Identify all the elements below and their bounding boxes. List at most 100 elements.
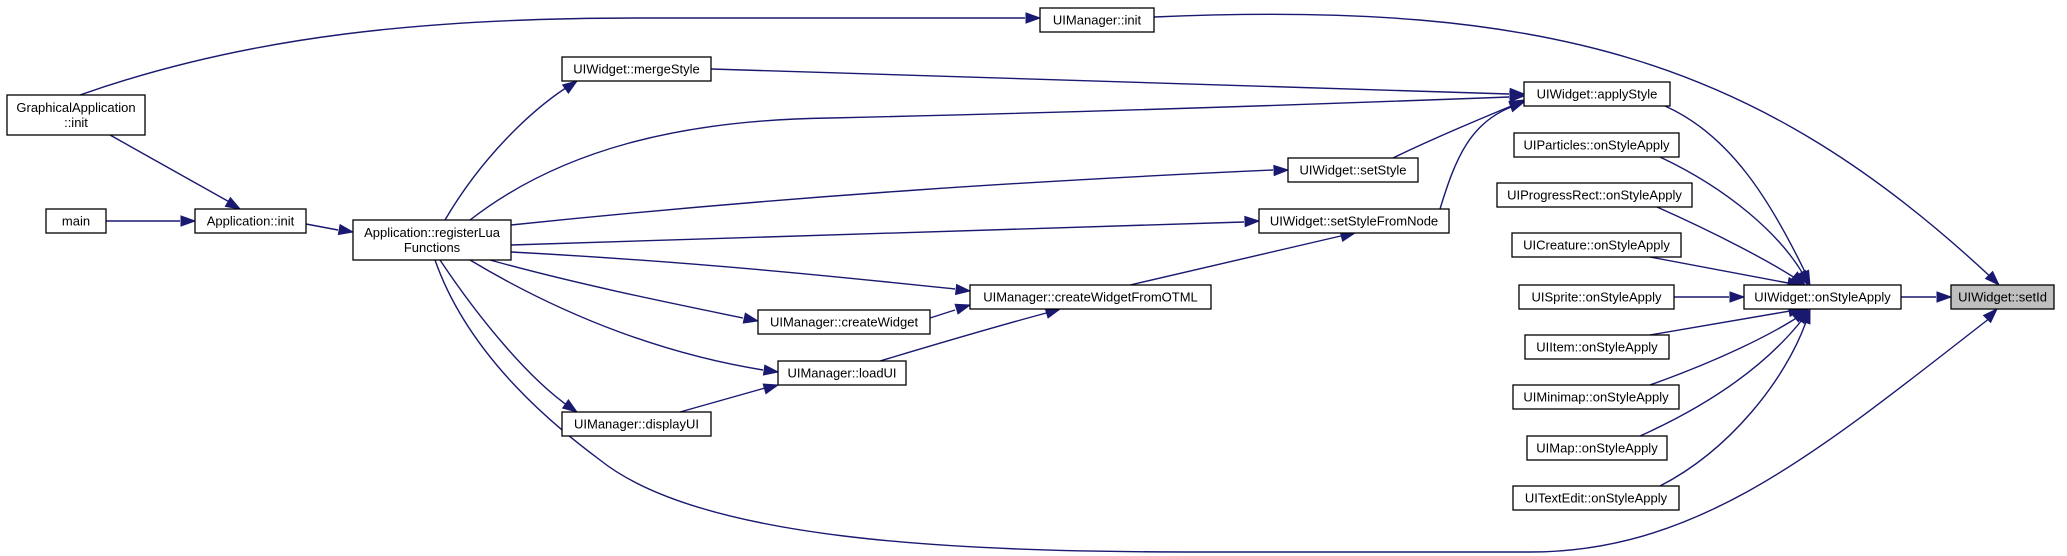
edge-uiminimap-onstyleapply-to-uiwidget-onstyleapply (1649, 308, 1808, 386)
node-uisprite-onstyleapply[interactable]: UISprite::onStyleApply (1518, 284, 1675, 310)
edge-main-to-application-init (106, 215, 197, 227)
edge-application-registerluafunctions-to-uimanager-loadui (469, 259, 780, 376)
node-uiprogressrect-onstyleapply[interactable]: UIProgressRect::onStyleApply (1496, 182, 1693, 208)
node-uiminimap-onstyleapply[interactable]: UIMinimap::onStyleApply (1512, 384, 1680, 410)
edge-uimanager-createwidget-to-uimanager-createwidgetfromotml-line (929, 309, 956, 319)
node-uimanager-createwidgetfromotml-label: UIManager::createWidgetFromOTML (983, 289, 1198, 304)
edge-application-registerluafunctions-to-uimanager-createwidgetfromotml (510, 251, 972, 296)
edge-application-init-to-application-registerluafunctions-arrowhead (337, 223, 355, 236)
edge-uimanager-createwidget-to-uimanager-createwidgetfromotml (929, 303, 972, 319)
node-uiparticles-onstyleapply-label: UIParticles::onStyleApply (1524, 137, 1670, 152)
node-uiwidget-onstyleapply[interactable]: UIWidget::onStyleApply (1743, 284, 1902, 310)
edge-uiwidget-setstyle-to-uiwidget-applystyle-line (1392, 103, 1517, 159)
node-uimanager-createwidgetfromotml[interactable]: UIManager::createWidgetFromOTML (969, 284, 1212, 310)
edge-uiwidget-setstylefromnode-to-uiwidget-applystyle-line (1439, 104, 1518, 210)
edge-uimap-onstyleapply-to-uiwidget-onstyleapply (1639, 307, 1809, 437)
node-uiparticles-onstyleapply-box[interactable] (1513, 132, 1680, 158)
node-graphicalapplication-init[interactable]: GraphicalApplication::init (6, 94, 146, 136)
node-uiwidget-setid-label: UIWidget::setId (1958, 289, 2047, 304)
node-uicreature-onstyleapply-box[interactable] (1511, 232, 1682, 258)
node-application-init-box[interactable] (194, 208, 307, 234)
node-uiwidget-applystyle-box[interactable] (1523, 81, 1671, 107)
edge-uiwidget-onstyleapply-to-uiwidget-setid-arrowhead (1936, 291, 1953, 303)
node-uimanager-loadui-box[interactable] (777, 360, 907, 386)
node-uisprite-onstyleapply-label: UISprite::onStyleApply (1531, 289, 1662, 304)
node-uimanager-init[interactable]: UIManager::init (1039, 7, 1155, 33)
node-uitextedit-onstyleapply-box[interactable] (1512, 485, 1680, 511)
node-main-box[interactable] (45, 208, 107, 234)
node-graphicalapplication-init-label-1: GraphicalApplication (16, 100, 135, 115)
node-application-registerluafunctions-box[interactable] (352, 219, 512, 261)
node-uiwidget-mergestyle-box[interactable] (561, 56, 712, 82)
node-uiwidget-mergestyle-label: UIWidget::mergeStyle (573, 61, 699, 76)
node-uitextedit-onstyleapply[interactable]: UITextEdit::onStyleApply (1512, 485, 1680, 511)
node-uicreature-onstyleapply[interactable]: UICreature::onStyleApply (1511, 232, 1682, 258)
edge-uiparticles-onstyleapply-to-uiwidget-onstyleapply-line (1659, 156, 1804, 275)
node-uimanager-createwidget-label: UIManager::createWidget (770, 314, 919, 329)
edge-uiminimap-onstyleapply-to-uiwidget-onstyleapply-line (1649, 316, 1799, 386)
node-application-registerluafunctions-label-2: Functions (404, 240, 461, 255)
edge-graphicalapplication-init-to-uimanager-init-arrowhead (1025, 12, 1042, 24)
edge-graphicalapplication-init-to-uimanager-init (79, 12, 1042, 96)
node-uimap-onstyleapply-box[interactable] (1526, 435, 1668, 461)
node-uimanager-init-label: UIManager::init (1053, 12, 1142, 27)
node-main[interactable]: main (45, 208, 107, 234)
node-uiwidget-setstylefromnode-box[interactable] (1258, 208, 1450, 234)
node-uiitem-onstyleapply[interactable]: UIItem::onStyleApply (1524, 334, 1670, 360)
node-uisprite-onstyleapply-box[interactable] (1518, 284, 1675, 310)
edge-application-registerluafunctions-to-uiwidget-setstylefromnode-arrowhead (1244, 215, 1261, 228)
edge-graphicalapplication-init-to-application-init (109, 134, 242, 210)
node-uiwidget-setstyle-box[interactable] (1287, 157, 1419, 183)
edge-application-registerluafunctions-to-uimanager-createwidget-line (489, 259, 744, 319)
edge-uiwidget-setstyle-to-uiwidget-applystyle (1392, 99, 1526, 159)
edge-uiparticles-onstyleapply-to-uiwidget-onstyleapply (1659, 156, 1809, 287)
edge-uimanager-displayui-to-uimanager-loadui (679, 383, 780, 413)
edge-uiwidget-mergestyle-to-uiwidget-applystyle-line (710, 68, 1510, 95)
edge-application-registerluafunctions-to-uiwidget-mergestyle (444, 80, 579, 221)
edge-application-registerluafunctions-to-uiwidget-setid (434, 259, 1999, 553)
edge-uimanager-createwidget-to-uimanager-createwidgetfromotml-arrowhead (954, 303, 972, 315)
node-uiprogressrect-onstyleapply-label: UIProgressRect::onStyleApply (1507, 187, 1682, 202)
node-main-label: main (62, 213, 90, 228)
node-uicreature-onstyleapply-label: UICreature::onStyleApply (1523, 237, 1670, 252)
edge-application-registerluafunctions-to-uimanager-createwidget (489, 259, 760, 324)
node-uimanager-loadui-label: UIManager::loadUI (787, 365, 896, 380)
node-uiparticles-onstyleapply[interactable]: UIParticles::onStyleApply (1513, 132, 1680, 158)
edge-application-registerluafunctions-to-uiwidget-applystyle-arrowhead (1509, 90, 1526, 103)
node-application-init[interactable]: Application::init (194, 208, 307, 234)
node-uimanager-createwidgetfromotml-box[interactable] (969, 284, 1212, 310)
edge-application-registerluafunctions-to-uimanager-loadui-line (469, 259, 764, 371)
edge-uimanager-init-to-uiwidget-setid (1153, 13, 2001, 287)
node-uiwidget-onstyleapply-box[interactable] (1743, 284, 1902, 310)
node-uimanager-init-box[interactable] (1039, 7, 1155, 33)
node-uimanager-loadui[interactable]: UIManager::loadUI (777, 360, 907, 386)
node-uiminimap-onstyleapply-box[interactable] (1512, 384, 1680, 410)
edge-application-registerluafunctions-to-uimanager-createwidgetfromotml-arrowhead (954, 283, 972, 296)
node-uimanager-createwidget-box[interactable] (757, 309, 931, 335)
node-uimanager-displayui-box[interactable] (561, 411, 712, 437)
node-uiprogressrect-onstyleapply-box[interactable] (1496, 182, 1693, 208)
node-uimanager-displayui[interactable]: UIManager::displayUI (561, 411, 712, 437)
edge-uicreature-onstyleapply-to-uiwidget-onstyleapply-line (1649, 256, 1789, 284)
node-uiminimap-onstyleapply-label: UIMinimap::onStyleApply (1523, 389, 1669, 404)
node-uiwidget-applystyle[interactable]: UIWidget::applyStyle (1523, 81, 1671, 107)
edge-uiwidget-applystyle-to-uiwidget-onstyleapply-line (1664, 105, 1806, 273)
node-uimanager-createwidget[interactable]: UIManager::createWidget (757, 309, 931, 335)
edge-uimanager-init-to-uiwidget-setid-line (1153, 13, 1996, 282)
node-uiwidget-setstyle[interactable]: UIWidget::setStyle (1287, 157, 1419, 183)
edge-application-registerluafunctions-to-uiwidget-setstylefromnode (510, 215, 1261, 246)
edge-uiwidget-mergestyle-to-uiwidget-applystyle (710, 68, 1526, 100)
node-graphicalapplication-init-box[interactable] (6, 94, 146, 136)
node-uiwidget-mergestyle[interactable]: UIWidget::mergeStyle (561, 56, 712, 82)
node-uiwidget-setid[interactable]: UIWidget::setId (1950, 284, 2055, 310)
node-uiwidget-setid-box[interactable] (1950, 284, 2055, 310)
edge-application-registerluafunctions-to-uiwidget-setstylefromnode-line (510, 221, 1245, 246)
edge-uitextedit-onstyleapply-to-uiwidget-onstyleapply (1659, 307, 1811, 487)
node-uimap-onstyleapply[interactable]: UIMap::onStyleApply (1526, 435, 1668, 461)
edge-uimanager-createwidgetfromotml-to-uiwidget-setstylefromnode (1129, 230, 1357, 286)
edge-uimanager-displayui-to-uimanager-loadui-arrowhead (762, 383, 780, 395)
node-uiwidget-setstylefromnode[interactable]: UIWidget::setStyleFromNode (1258, 208, 1450, 234)
node-uiitem-onstyleapply-box[interactable] (1524, 334, 1670, 360)
edge-application-registerluafunctions-to-uiwidget-setid-line (434, 259, 1991, 553)
